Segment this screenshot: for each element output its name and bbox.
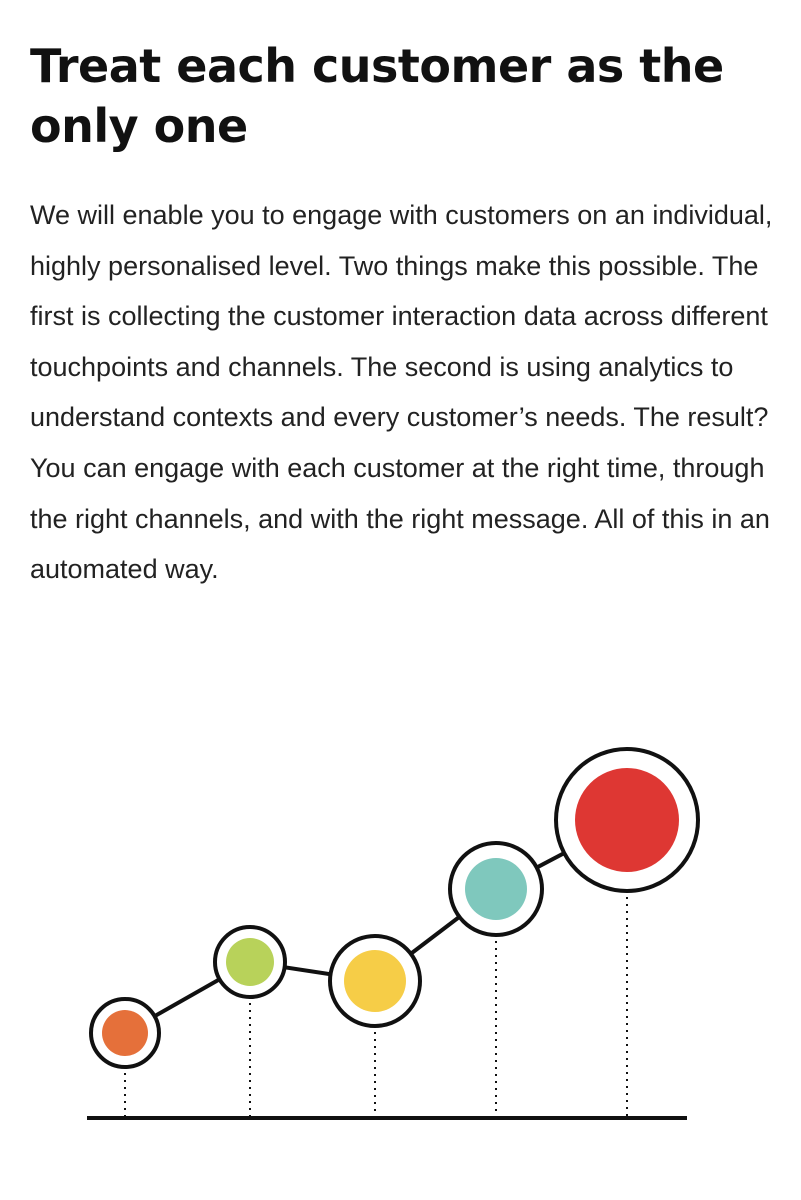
step-node-5 bbox=[554, 747, 700, 893]
step-dot bbox=[465, 858, 527, 920]
step-dot bbox=[102, 1010, 148, 1056]
growth-steps-illustration bbox=[87, 747, 700, 1120]
step-nodes bbox=[89, 747, 700, 1069]
step-dot bbox=[575, 768, 679, 872]
step-node-1 bbox=[89, 997, 161, 1069]
drop-lines bbox=[124, 897, 628, 1116]
page-title: Treat each customer as the only one bbox=[30, 39, 724, 153]
intro-paragraph: We will enable you to engage with custom… bbox=[30, 200, 773, 585]
step-node-3 bbox=[328, 934, 422, 1028]
step-node-2 bbox=[213, 925, 287, 999]
step-node-4 bbox=[448, 841, 544, 937]
step-dot bbox=[226, 938, 274, 986]
step-dot bbox=[344, 950, 406, 1012]
